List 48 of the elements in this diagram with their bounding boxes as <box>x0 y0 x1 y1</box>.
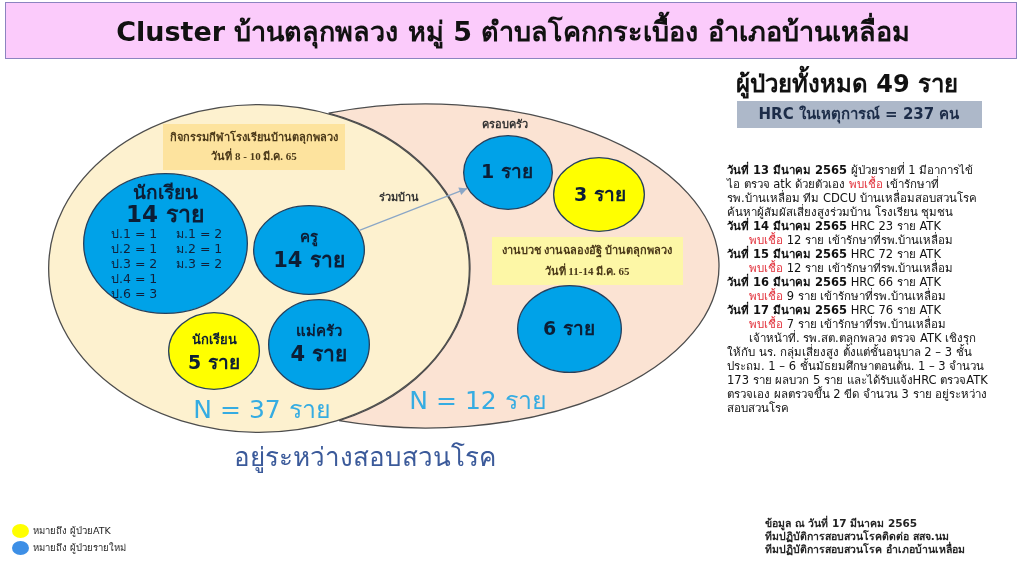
grade-count: ป.4 = 1 <box>111 270 158 286</box>
event-banner <box>163 124 345 170</box>
arrow <box>358 187 468 231</box>
group-label: นักเรียน <box>191 332 237 348</box>
case-count: 5 ราย <box>188 350 240 374</box>
legend-label: หมายถึง ผู้ป่วยATK <box>33 525 111 537</box>
grade-count: ป.2 = 1 <box>111 240 158 256</box>
case-count: 3 ราย <box>574 182 626 206</box>
edge-label: ร่วมบ้าน <box>376 191 421 205</box>
case-count: 6 ราย <box>543 316 595 340</box>
group-label: ครอบครัว <box>482 118 528 132</box>
case-circle <box>168 312 260 390</box>
event-note: วันที่ 13 มีนาคม 2565 ผู้ป่วยรายที่ 1 มีอาการไข้ ไอ ตรวจ atk ด้วยตัวเอง พบเชื้อ เข้ารักษาที่ รพ.บ้านเหลื่อม ทีม CDCU บ้านเหลื่อมสอบสวนโรค ค้นหาผู้สัมผัสเสี่ยงสูงร่วมบ้าน โรงเรียน ชุมชน <box>727 163 978 219</box>
banner-date: วันที่ 11-14 มี.ค. 65 <box>544 265 630 279</box>
group-label: นักเรียน <box>132 180 198 204</box>
case-count: 4 ราย <box>290 342 348 368</box>
banner-date: วันที่ 8 - 10 มี.ค. 65 <box>211 150 297 164</box>
case-circle <box>83 173 248 314</box>
status-note: อยู่ระหว่างสอบสวนโรค <box>234 442 496 474</box>
grade-count: ม.2 = 1 <box>176 240 223 256</box>
grade-count: ป.3 = 2 <box>111 255 158 271</box>
event-note: วันที่ 16 มีนาคม 2565 HRC 66 ราย ATK <box>727 275 941 289</box>
group-label: แม่ครัว <box>296 322 342 340</box>
count-label: N = 37 ราย <box>193 395 331 425</box>
grade-count: ป.6 = 3 <box>111 285 158 301</box>
event-note: วันที่ 15 มีนาคม 2565 HRC 72 ราย ATK <box>727 247 941 261</box>
case-circle <box>517 285 622 373</box>
event-note: วันที่ 14 มีนาคม 2565 HRC 23 ราย ATK <box>727 219 941 233</box>
group-label: ครู <box>300 228 318 246</box>
case-count: 14 ราย <box>273 248 345 274</box>
source-note: ข้อมูล ณ วันที่ 17 มีนาคม 2565 <box>765 516 918 530</box>
count-label: N = 12 ราย <box>409 386 547 416</box>
info-box <box>737 101 982 128</box>
banner-heading: กิจกรรมกีฬาโรงเรียนบ้านตลุกพลวง <box>170 131 338 145</box>
event-banner <box>492 237 683 285</box>
source-note: ทีมปฏิบัติการสอบสวนโรคติดต่อ สสจ.นม <box>765 529 949 543</box>
source-note: ทีมปฏิบัติการสอบสวนโรค อำเภอบ้านเหลื่อม <box>765 542 965 556</box>
case-circle <box>253 205 365 295</box>
event-note: พบเชื้อ 12 ราย เข้ารักษาที่รพ.บ้านเหลื่อม <box>749 233 954 247</box>
case-circle <box>553 157 645 232</box>
case-count: 1 ราย <box>481 159 533 183</box>
banner-heading: งานบวช งานฉลองอัฐิ บ้านตลุกพลวง <box>502 244 672 258</box>
event-note: วันที่ 17 มีนาคม 2565 HRC 76 ราย ATK <box>727 303 941 317</box>
case-circle <box>268 299 370 390</box>
event-note: เจ้าหน้าที่. รพ.สต.ตลุกพลวง ตรวจ ATK เชิงรุก ให้กับ นร. กลุ่มเสี่ยงสูง ตั้งแต่ชั้นอนุบาล 2 – 3 ชั้นประถม. 1 – 6 ชั้นมัธยมศึกษาตอนต้น. 1 – 3 จำนวน 173 ราย ผลบวก 5 ราย และได้รับแจ้งHRC ตรวจATK ตรวจเอง ผลตรวจขึ้น 2 ขีด จำนวน 3 ราย อยู่ระหว่างสอบสวนโรค <box>727 331 989 415</box>
grade-count: ม.3 = 2 <box>176 255 223 271</box>
legend-label: หมายถึง ผู้ป่วยรายใหม่ <box>33 542 127 554</box>
info-text: HRC ในเหตุการณ์ = 237 คน <box>758 105 960 123</box>
